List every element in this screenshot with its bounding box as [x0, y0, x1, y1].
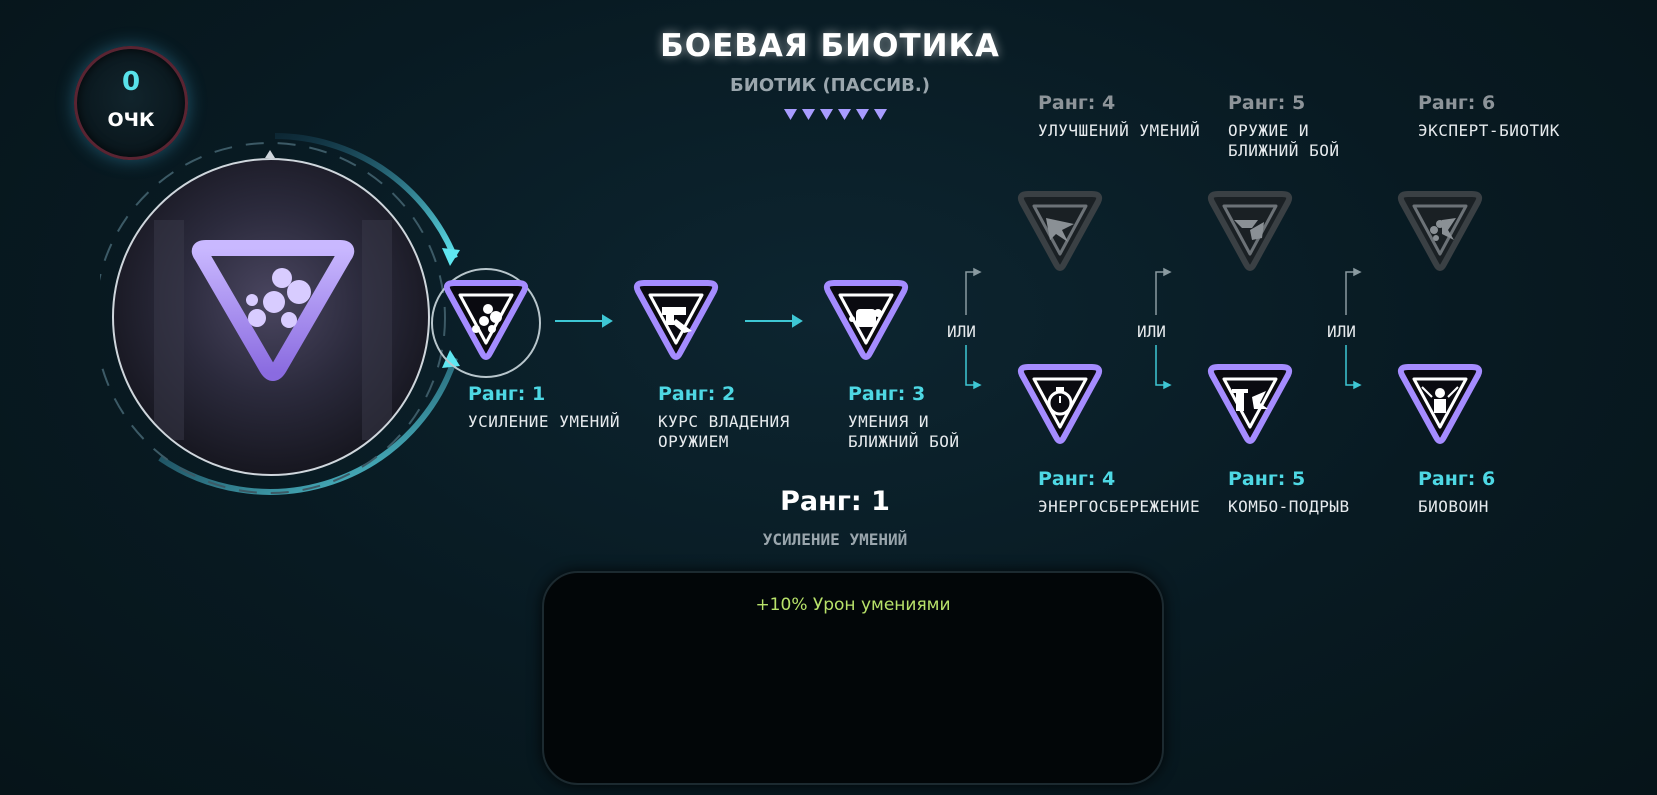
- skill-name-label-4: УЛУЧШЕНИЙ УМЕНИЙ: [1038, 121, 1200, 141]
- skill-rank-label-5: Ранг: 5: [1228, 92, 1306, 114]
- rank-pip: [874, 109, 887, 120]
- skill-name-line: УМЕНИЯ И: [848, 412, 930, 431]
- skill-name-label-9: БИОВОИН: [1418, 497, 1489, 517]
- or-label-3: ИЛИ: [1327, 322, 1356, 341]
- selected-skill-rank: Ранг: 1: [780, 486, 890, 517]
- skill-rank-label-7: Ранг: 4: [1038, 468, 1116, 490]
- or-label-2: ИЛИ: [1137, 322, 1166, 341]
- skill-description-panel: +10% Урон умениями: [542, 571, 1164, 785]
- skill-node-2[interactable]: [628, 279, 720, 363]
- biotic-burst-icon: [1430, 218, 1456, 241]
- fist-icon: [849, 309, 882, 327]
- skill-node-4[interactable]: [1012, 190, 1104, 274]
- page-title: БОЕВАЯ БИОТИКА: [660, 28, 1000, 64]
- rank-pips: [784, 109, 887, 120]
- skill-node-6[interactable]: [1392, 190, 1484, 274]
- rank-pip: [838, 109, 851, 120]
- skill-name-label-8: КОМБО-ПОДРЫВ: [1228, 497, 1350, 517]
- page-subtitle: БИОТИК (ПАССИВ.): [730, 75, 930, 96]
- skill-name-label-7: ЭНЕРГОСБЕРЕЖЕНИЕ: [1038, 497, 1200, 517]
- skill-rank-label-9: Ранг: 6: [1418, 468, 1496, 490]
- biotic-emblem-icon: [154, 220, 392, 440]
- pistol-icon: [662, 307, 692, 333]
- skill-progress-ring: [100, 133, 460, 495]
- skill-node-1[interactable]: [431, 268, 541, 378]
- skill-rank-label-3: Ранг: 3: [848, 383, 926, 405]
- skill-name-label-1: УСИЛЕНИЕ УМЕНИЙ: [468, 412, 620, 432]
- skill-points-value: 0: [121, 67, 141, 97]
- gun-fist-icon: [1234, 220, 1264, 240]
- skill-points-badge: 0 ОЧК: [74, 46, 188, 160]
- skill-name-line: ОРУЖИЕ И: [1228, 121, 1310, 140]
- skill-effect-text: +10% Урон умениями: [755, 595, 951, 615]
- rank-pip: [802, 109, 815, 120]
- skill-name-line: КУРС ВЛАДЕНИЯ: [658, 412, 790, 431]
- skill-name-line: ОРУЖИЕМ: [658, 432, 729, 451]
- rank-pip: [820, 109, 833, 120]
- skill-name-line: БЛИЖНИЙ БОЙ: [848, 432, 960, 451]
- skill-name-line: УЛУЧШЕНИЙ УМЕНИЙ: [1038, 121, 1201, 140]
- or-label-1: ИЛИ: [947, 322, 976, 341]
- skill-name-line: ЭНЕРГОСБЕРЕЖЕНИЕ: [1038, 497, 1201, 516]
- skill-name-label-6: ЭКСПЕРТ-БИОТИК: [1418, 121, 1560, 141]
- biotic-spheres-icon: [472, 304, 502, 333]
- skill-rank-label-8: Ранг: 5: [1228, 468, 1306, 490]
- skill-node-7[interactable]: [1012, 363, 1104, 447]
- skill-node-5[interactable]: [1202, 190, 1294, 274]
- skill-node-9[interactable]: [1392, 363, 1484, 447]
- skill-name-line: БИОВОИН: [1418, 497, 1489, 516]
- skill-points-label: ОЧК: [107, 109, 155, 131]
- skill-name-line: КОМБО-ПОДРЫВ: [1228, 497, 1350, 516]
- warrior-icon: [1421, 386, 1459, 413]
- skill-rank-label-4: Ранг: 4: [1038, 92, 1116, 114]
- rank-pip: [856, 109, 869, 120]
- skill-name-line: БЛИЖНИЙ БОЙ: [1228, 141, 1340, 160]
- skill-rank-label-2: Ранг: 2: [658, 383, 736, 405]
- skill-rank-label-1: Ранг: 1: [468, 383, 546, 405]
- skill-name-line: УСИЛЕНИЕ УМЕНИЙ: [468, 412, 620, 431]
- biotic-hand-icon: [1046, 218, 1074, 242]
- rank-pip: [784, 109, 797, 120]
- skill-rank-label-6: Ранг: 6: [1418, 92, 1496, 114]
- skill-node-3[interactable]: [818, 279, 910, 363]
- stopwatch-icon: [1047, 387, 1073, 416]
- detonator-icon: [1232, 389, 1268, 411]
- skill-node-8[interactable]: [1202, 363, 1294, 447]
- selected-skill-name: УСИЛЕНИЕ УМЕНИЙ: [762, 530, 908, 549]
- skill-emblem: [112, 158, 430, 476]
- skill-name-line: ЭКСПЕРТ-БИОТИК: [1418, 121, 1560, 140]
